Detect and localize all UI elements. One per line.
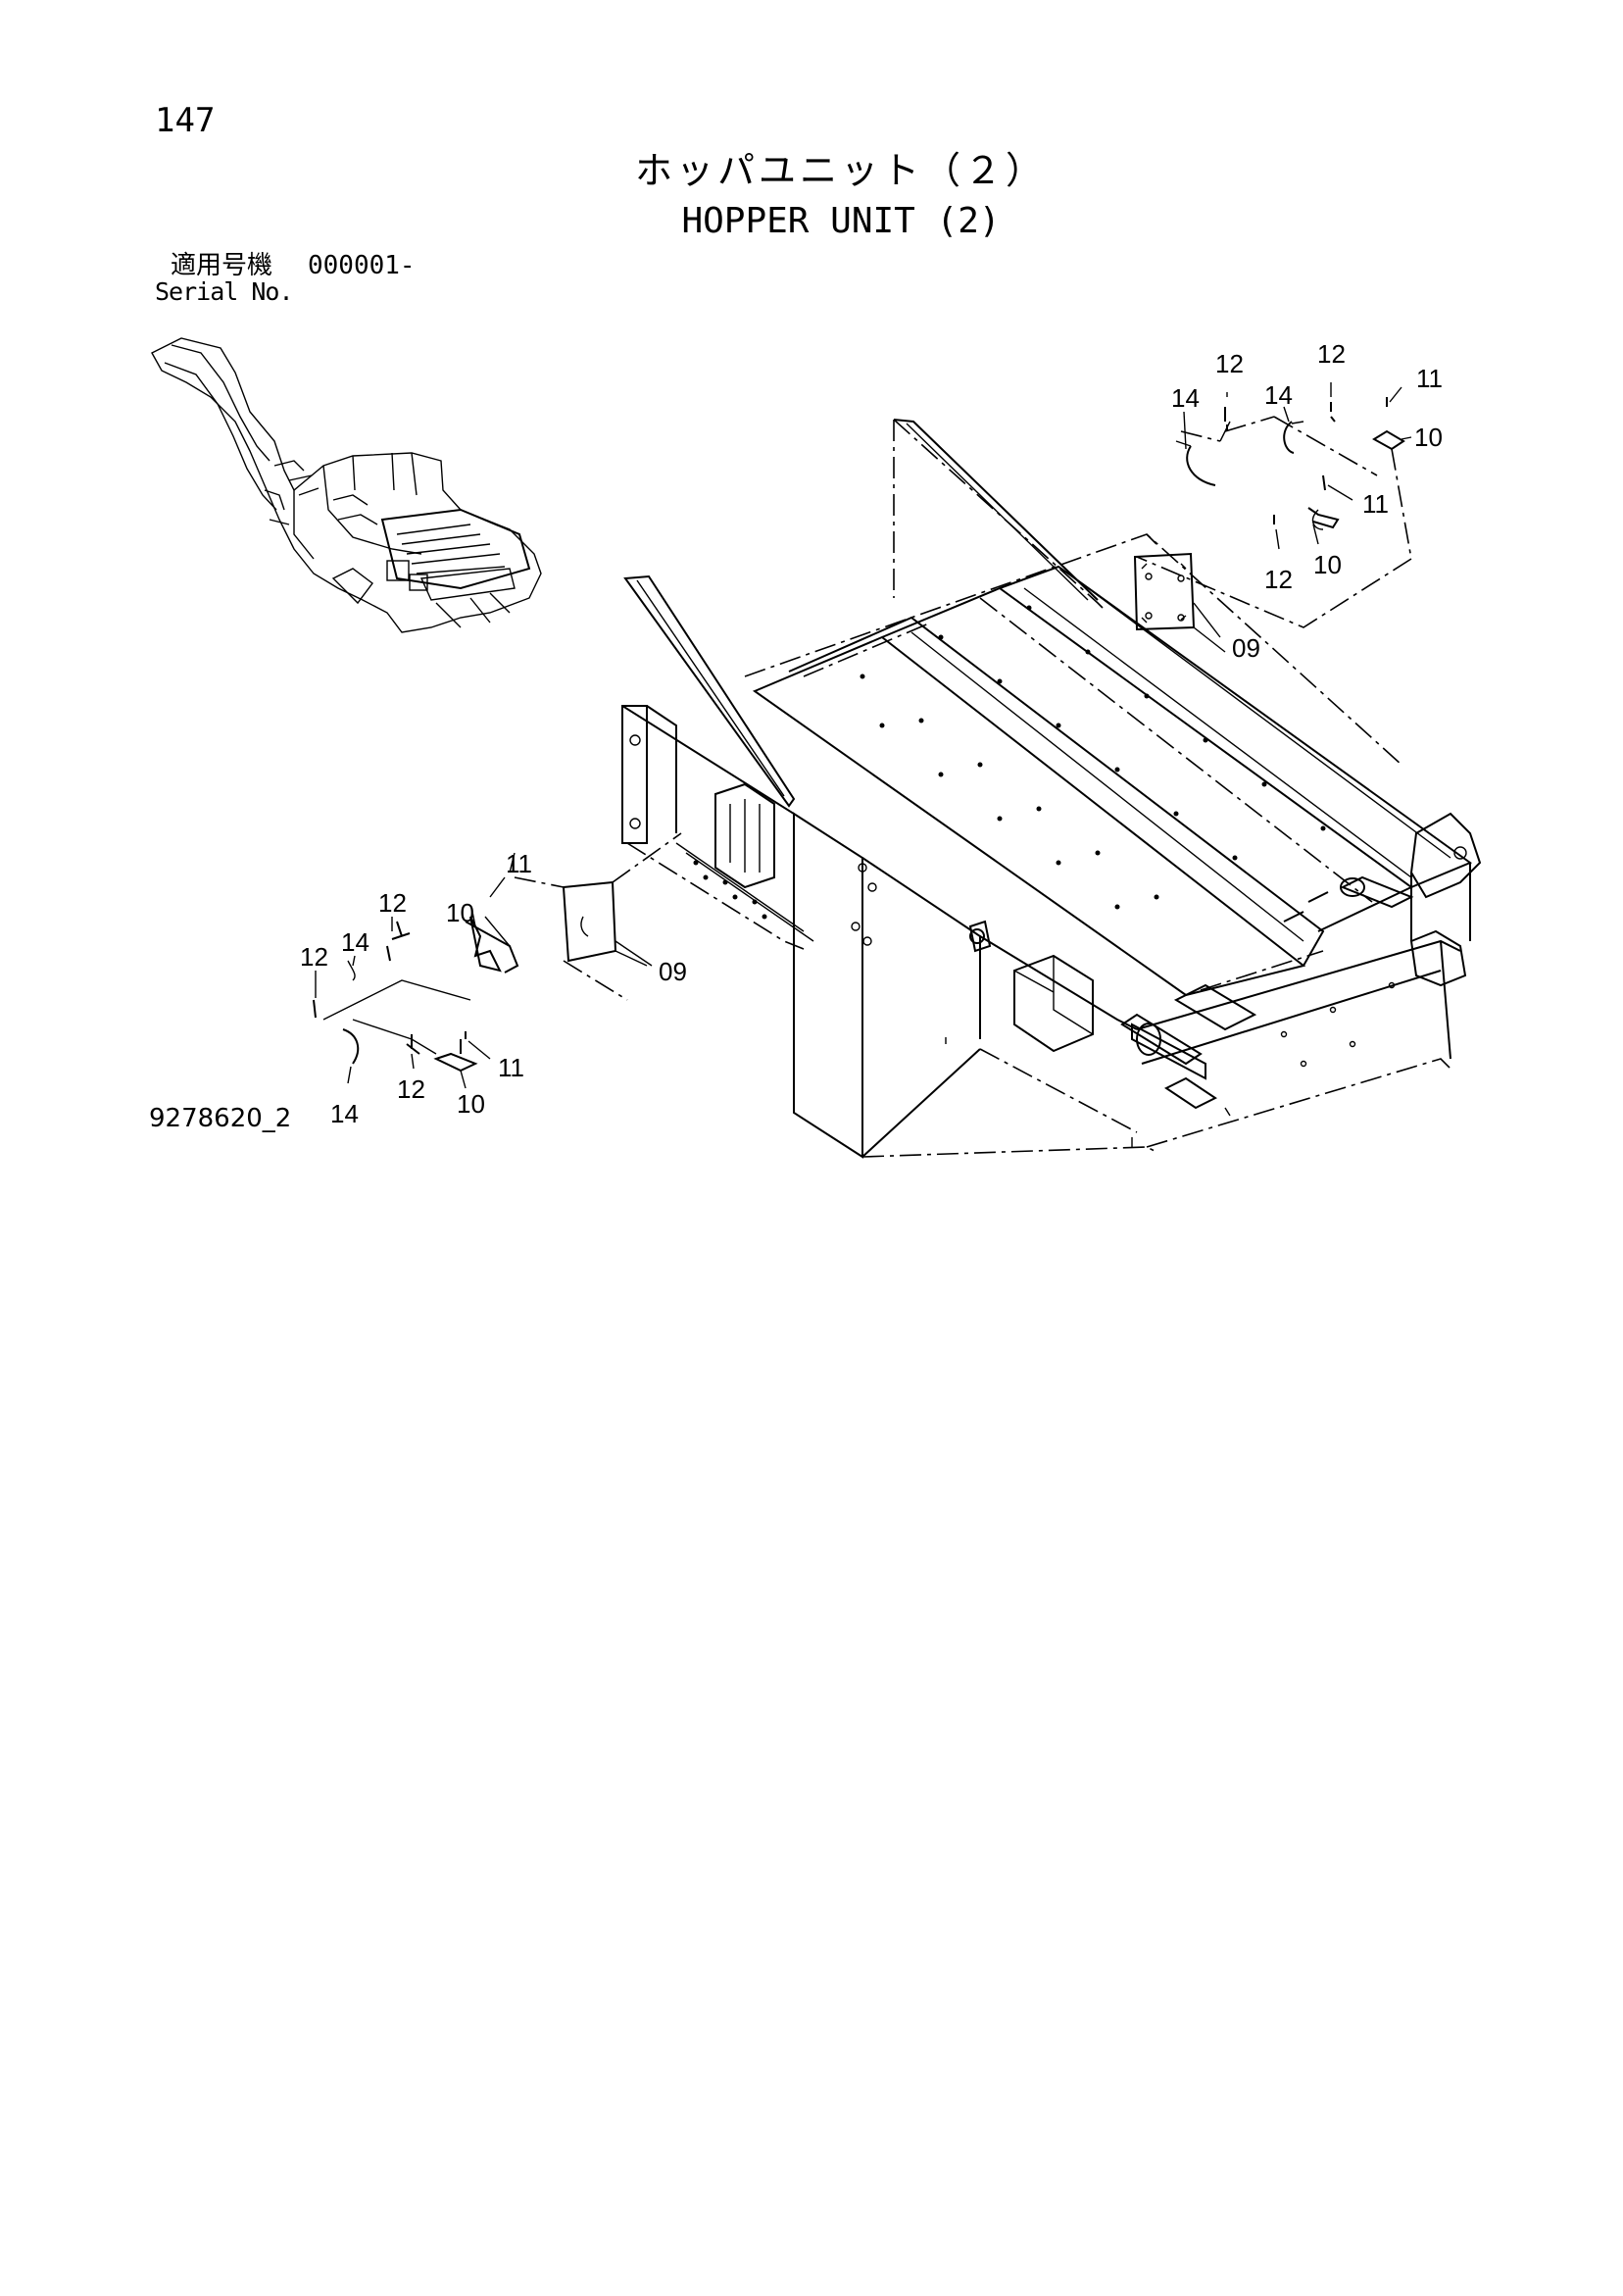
callout-12-upper-left: 12 — [1215, 349, 1244, 378]
callout-09-lower: 09 — [659, 957, 687, 986]
hopper-frame-drawing — [621, 419, 1482, 1159]
callout-12-upper-bottom: 12 — [1264, 565, 1293, 594]
callout-14-lower-top: 14 — [341, 927, 369, 957]
machine-overview-illustration — [151, 337, 542, 633]
callout-12-lower-bottom: 12 — [397, 1074, 425, 1104]
serial-label-english: Serial No. — [155, 277, 294, 306]
serial-value: 000001- — [308, 251, 416, 280]
page-title-english: HOPPER UNIT (2) — [681, 201, 1001, 241]
callout-12-upper-right: 12 — [1317, 339, 1346, 369]
lower-cover-assembly — [313, 832, 682, 1073]
callout-14-upper-right: 14 — [1264, 380, 1293, 410]
part-callouts: 09 09 10 10 10 10 11 11 11 11 12 12 12 1… — [300, 339, 1443, 1128]
callout-10-upper-right: 10 — [1414, 423, 1443, 452]
callout-11-lower-bottom: 11 — [498, 1053, 524, 1082]
callout-10-lower-bottom: 10 — [457, 1089, 485, 1119]
callout-10-upper-lower: 10 — [1313, 550, 1342, 579]
drawing-number: 9278620_2 — [149, 1104, 292, 1133]
callout-09-upper: 09 — [1232, 633, 1260, 663]
page-title-japanese: ホッパユニット（２） — [634, 149, 1047, 192]
page-number: 147 — [155, 101, 216, 140]
callout-10-lower-left: 10 — [446, 898, 474, 927]
callout-12-lower-left: 12 — [300, 942, 328, 972]
callout-12-lower-top: 12 — [378, 888, 407, 918]
callout-11-upper-top: 11 — [1416, 364, 1443, 393]
serial-label-japanese: 適用号機 — [171, 251, 273, 280]
callout-14-lower-bottom: 14 — [330, 1099, 359, 1128]
callout-11-upper-lower: 11 — [1362, 489, 1389, 519]
callout-11-lower-top: 11 — [506, 849, 532, 878]
callout-14-upper-left: 14 — [1171, 383, 1200, 413]
